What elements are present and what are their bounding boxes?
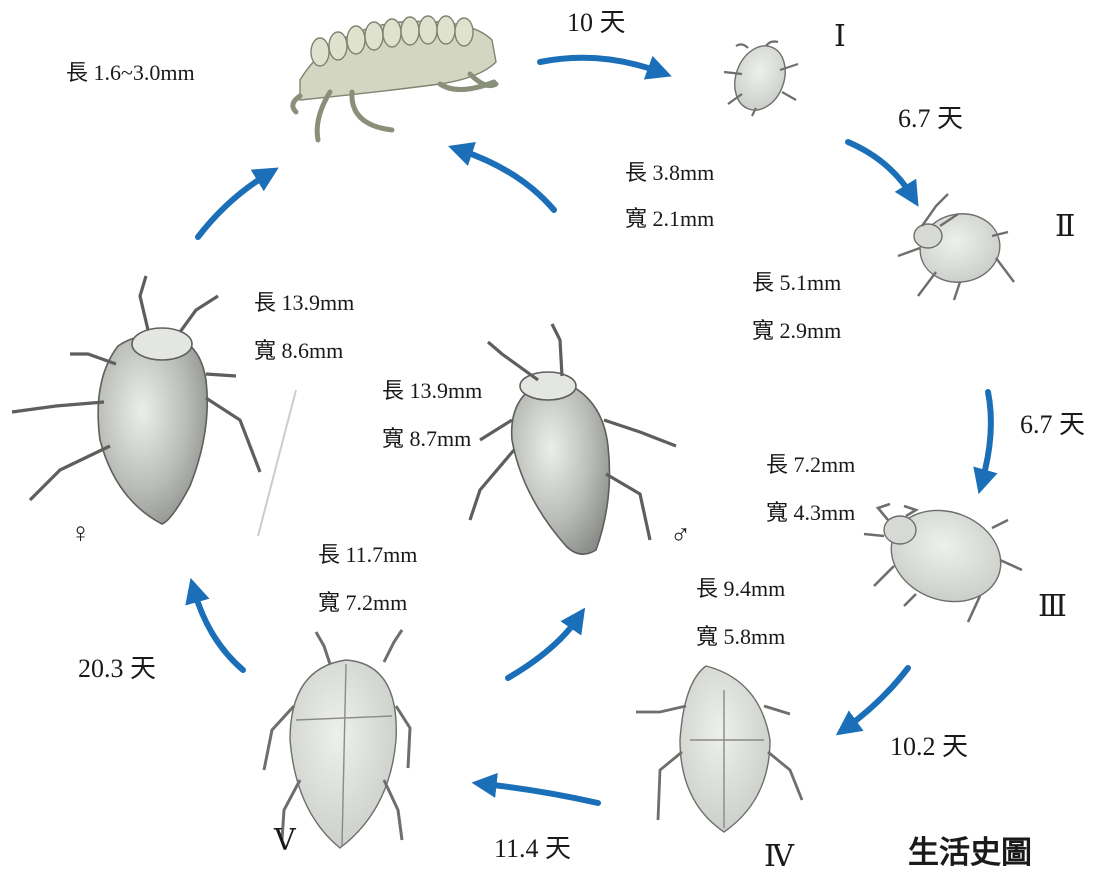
- diagram-title: 生活史圖: [908, 838, 1032, 869]
- instar-II-illustration: [898, 194, 1014, 300]
- stage-V-width: 寬 7.2mm: [318, 592, 407, 614]
- duration-egg-to-I: 10 天: [567, 10, 626, 36]
- instar-V-illustration: [264, 630, 410, 848]
- arrow-V-to-female: [194, 590, 243, 670]
- arrow-female-to-egg: [198, 174, 268, 237]
- stage-IV-length: 長 9.4mm: [696, 578, 785, 600]
- arrow-III-to-IV: [846, 668, 908, 728]
- instar-IV-illustration: [636, 666, 802, 832]
- stage-II-length: 長 5.1mm: [752, 272, 841, 294]
- stage-III-length: 長 7.2mm: [766, 454, 855, 476]
- male-width: 寬 8.7mm: [382, 428, 471, 450]
- stage-IV-width: 寬 5.8mm: [696, 626, 785, 648]
- egg-mass-illustration: [293, 16, 496, 140]
- female-length: 長 13.9mm: [254, 292, 354, 314]
- arrow-IV-to-V: [484, 784, 598, 803]
- male-adult-illustration: [470, 324, 676, 554]
- instar-I-illustration: [724, 39, 798, 117]
- stage-I-length: 長 3.8mm: [625, 162, 714, 184]
- stage-II-numeral: Ⅱ: [1055, 212, 1075, 242]
- duration-III-to-IV: 10.2 天: [890, 734, 968, 760]
- divider-line: [258, 390, 296, 536]
- duration-IV-to-V: 11.4 天: [494, 836, 571, 862]
- duration-II-to-III: 6.7 天: [1020, 412, 1085, 438]
- egg-size-label: 長 1.6~3.0mm: [66, 62, 195, 84]
- stage-IV-numeral: Ⅳ: [764, 842, 794, 872]
- stage-V-numeral: Ⅴ: [274, 826, 296, 856]
- stage-III-width: 寬 4.3mm: [766, 502, 855, 524]
- stage-III-numeral: Ⅲ: [1038, 592, 1067, 622]
- arrow-male-to-V: [508, 618, 578, 678]
- instar-III-illustration: [864, 496, 1022, 622]
- arrow-II-to-III: [982, 392, 991, 482]
- stage-V-length: 長 11.7mm: [318, 544, 417, 566]
- stage-II-width: 寬 2.9mm: [752, 320, 841, 342]
- female-symbol: ♀: [70, 520, 91, 548]
- stage-I-numeral: Ⅰ: [834, 22, 846, 52]
- male-symbol: ♂: [670, 522, 691, 550]
- female-adult-illustration: [12, 276, 260, 524]
- duration-I-to-II: 6.7 天: [898, 106, 963, 132]
- female-width: 寬 8.6mm: [254, 340, 343, 362]
- duration-V-to-adult: 20.3 天: [78, 656, 156, 682]
- male-length: 長 13.9mm: [382, 380, 482, 402]
- arrow-I-to-II: [848, 142, 912, 196]
- stage-I-width: 寬 2.1mm: [625, 208, 714, 230]
- arrow-male-to-egg: [460, 150, 554, 210]
- arrow-egg-to-I: [540, 58, 660, 72]
